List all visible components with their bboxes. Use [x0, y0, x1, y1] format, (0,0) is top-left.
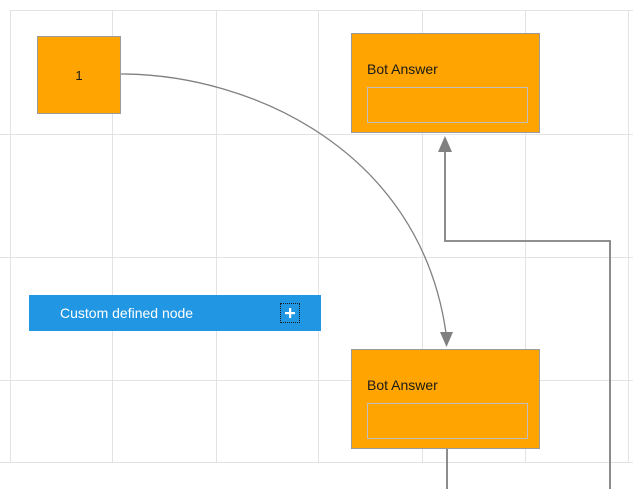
node-bot-answer-1-title: Bot Answer: [367, 61, 438, 77]
custom-defined-node-label: Custom defined node: [60, 305, 194, 321]
node-bot-answer-2-slot[interactable]: [367, 403, 528, 439]
node-start[interactable]: 1: [37, 36, 121, 114]
custom-defined-node-bar[interactable]: Custom defined node: [29, 295, 321, 331]
node-bot-answer-1[interactable]: Bot Answer: [351, 33, 540, 133]
node-bot-answer-1-slot[interactable]: [367, 87, 528, 123]
plus-icon[interactable]: [280, 303, 300, 323]
edge-start-to-bot-answer-2[interactable]: [120, 73, 453, 347]
node-start-label: 1: [75, 67, 83, 83]
edge-bot-answer-2-to-bot-answer-1[interactable]: [438, 136, 611, 489]
arrowhead-down-icon: [440, 332, 453, 347]
node-bot-answer-2[interactable]: Bot Answer: [351, 349, 540, 449]
node-bot-answer-2-title: Bot Answer: [367, 377, 438, 393]
arrowhead-up-icon: [438, 136, 452, 152]
